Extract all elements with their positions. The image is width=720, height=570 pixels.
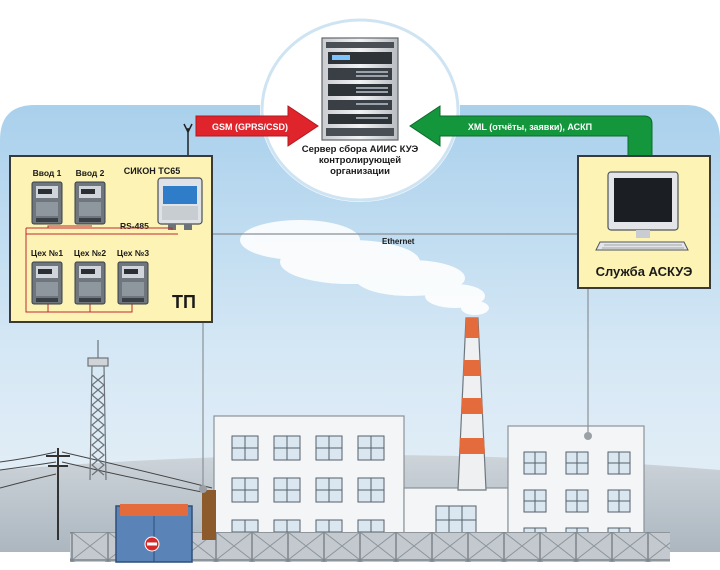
server-caption-line-1: Сервер сбора АИИС КУЭ bbox=[302, 144, 419, 155]
smoke-cloud bbox=[240, 220, 489, 315]
gsm-arrow: GSM (GPRS/CSD) bbox=[195, 105, 319, 147]
link-node-building bbox=[199, 485, 207, 493]
electricity-meter-icon bbox=[31, 261, 63, 305]
gsm-label: GSM (GPRS/CSD) bbox=[212, 122, 288, 132]
electricity-meter-icon bbox=[74, 261, 106, 305]
tp-bus-label: RS-485 bbox=[120, 221, 149, 231]
input-1-label: Ввод 1 bbox=[33, 168, 62, 178]
shop-2-label: Цех №2 bbox=[74, 248, 106, 258]
link-node-askue bbox=[584, 432, 592, 440]
electricity-meter-icon bbox=[31, 181, 63, 225]
electricity-meter-icon bbox=[117, 261, 149, 305]
middle-window bbox=[435, 505, 477, 535]
input-2-label: Ввод 2 bbox=[76, 168, 105, 178]
tp-title: ТП bbox=[172, 292, 196, 312]
electricity-meter-icon bbox=[74, 181, 106, 225]
radio-tower bbox=[87, 340, 109, 481]
tp-controller-label: СИКОН ТС65 bbox=[124, 166, 180, 176]
server-node: Сервер сбора АИИС КУЭ контролирующей орг… bbox=[260, 18, 460, 202]
xml-label: XML (отчёты, заявки), АСКП bbox=[468, 122, 592, 132]
sikon-controller-icon bbox=[157, 177, 203, 230]
substation-kiosk bbox=[115, 490, 216, 563]
computer-icon bbox=[595, 171, 689, 251]
shop-3-label: Цех №3 bbox=[117, 248, 149, 258]
power-lines bbox=[0, 451, 213, 495]
ethernet-label: Ethernet bbox=[382, 237, 415, 246]
antenna-icon bbox=[183, 123, 193, 160]
shop-1-label: Цех №1 bbox=[31, 248, 63, 258]
server-rack-icon bbox=[321, 37, 399, 141]
tp-panel: СИКОН ТС65 RS-485 ТП Ввод 1 Ввод 2 Цех №… bbox=[9, 155, 213, 323]
chimney bbox=[457, 317, 487, 491]
link-lines bbox=[190, 233, 589, 490]
building-left bbox=[213, 415, 405, 545]
power-pole bbox=[46, 448, 70, 540]
server-caption-line-2: контролирующей bbox=[319, 155, 401, 166]
askue-title: Служба АСКУЭ bbox=[596, 264, 693, 279]
xml-arrow: XML (отчёты, заявки), АСКП bbox=[409, 105, 653, 161]
server-caption-line-3: организации bbox=[330, 166, 390, 177]
building-right bbox=[507, 425, 645, 551]
rs485-bus-wires bbox=[25, 225, 178, 313]
askue-panel: Служба АСКУЭ bbox=[577, 155, 711, 289]
